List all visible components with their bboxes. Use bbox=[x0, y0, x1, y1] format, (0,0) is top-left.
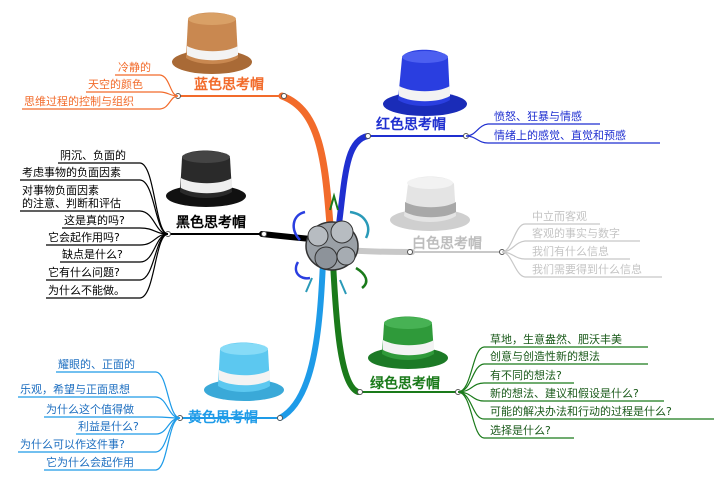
blue-hat-title: 蓝色思考帽 bbox=[194, 77, 264, 93]
green-hat-title: 绿色思考帽 bbox=[370, 376, 440, 392]
green-hat-item: 有不同的想法? bbox=[490, 369, 562, 382]
blue-hat-icon bbox=[172, 12, 252, 74]
blue-hat-item: 冷静的 bbox=[118, 61, 151, 74]
white-hat-title: 白色思考帽 bbox=[412, 236, 482, 252]
black-hat-item: 它有什么问题? bbox=[48, 266, 120, 279]
white-hat-item: 客观的事实与数字 bbox=[532, 227, 620, 240]
black-hat-title: 黑色思考帽 bbox=[176, 215, 246, 231]
black-hat-item: 阴沉、负面的 bbox=[60, 149, 126, 162]
yellow-hat-item: 利益是什么? bbox=[78, 420, 139, 433]
green-hat-item: 草地，生意盎然、肥沃丰美 bbox=[490, 333, 622, 346]
yellow-hat-item: 它为什么会起作用 bbox=[46, 456, 134, 469]
black-hat-item: 缺点是什么? bbox=[62, 248, 123, 261]
green-hat-item: 创意与创造性新的想法 bbox=[490, 350, 600, 363]
black-hat-icon bbox=[166, 150, 246, 207]
white-hat-item: 中立而客观 bbox=[532, 210, 587, 223]
yellow-hat-title: 黄色思考帽 bbox=[188, 410, 258, 426]
black-hat-item: 对事物负面因素 的注意、判断和评估 bbox=[22, 184, 121, 210]
white-hat-icon bbox=[390, 176, 470, 231]
yellow-hat-item: 耀眼的、正面的 bbox=[58, 358, 135, 371]
yellow-hat-icon bbox=[204, 342, 284, 401]
black-hat-item: 它会起作用吗? bbox=[48, 231, 120, 244]
yellow-hat-item: 乐观，希望与正面思想 bbox=[20, 383, 130, 396]
green-hat-item: 选择是什么? bbox=[490, 424, 551, 437]
branch-blue bbox=[278, 92, 334, 229]
center-brainstorm-icon bbox=[292, 192, 370, 295]
branch-red bbox=[335, 133, 371, 235]
black-hat-item: 考虑事物的负面因素 bbox=[22, 166, 121, 179]
branch-green bbox=[330, 259, 361, 395]
red-hat-icon bbox=[383, 49, 467, 116]
black-hat-item: 这是真的吗? bbox=[64, 214, 125, 227]
blue-hat-item: 天空的颜色 bbox=[88, 78, 143, 91]
red-hat-item: 情绪上的感觉、直觉和预感 bbox=[494, 129, 626, 142]
white-hat-item: 我们有什么信息 bbox=[532, 245, 609, 258]
branch-yellow bbox=[277, 259, 326, 421]
yellow-hat-item: 为什么可以作这件事? bbox=[20, 438, 125, 451]
black-hat-item: 为什么不能做。 bbox=[48, 284, 125, 297]
green-hat-item: 可能的解决办法和行动的过程是什么? bbox=[490, 405, 672, 418]
green-hat-icon bbox=[368, 316, 448, 369]
red-hat-title: 红色思考帽 bbox=[376, 117, 446, 133]
green-hat-item: 新的想法、建议和假设是什么? bbox=[490, 387, 639, 400]
yellow-hat-item: 为什么这个值得做 bbox=[46, 403, 134, 416]
red-hat-item: 愤怒、狂暴与情感 bbox=[494, 110, 582, 123]
blue-hat-item: 思维过程的控制与组织 bbox=[24, 95, 134, 108]
white-hat-item: 我们需要得到什么信息 bbox=[532, 263, 642, 276]
